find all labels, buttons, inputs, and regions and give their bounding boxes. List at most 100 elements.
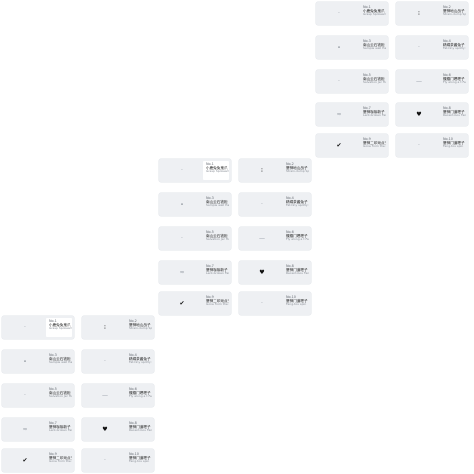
sticker-thumbnail: — (102, 391, 108, 399)
card-title: 蟹神二印戏点子 (206, 299, 229, 303)
card-subtitle: Fat-tiny spotty Fa (286, 203, 309, 208)
card-title: 小鹿兔兔鬼爪 (363, 9, 385, 13)
card-title: 南山云石钱柜 (49, 391, 71, 395)
card-title: 蟹神咖咖新子 (363, 110, 385, 114)
card-number: No.5 (363, 73, 371, 77)
card-number: No.5 (206, 230, 214, 234)
card-title: 精绵茶酱兔子 (443, 43, 465, 47)
sticker-thumbnail: ∙ (337, 43, 341, 51)
card-subtitle: Salvation Jer Hai (206, 237, 229, 242)
sticker-thumbnail: ♥ (416, 110, 422, 118)
card-title: 蝶蝶门嗯嗯子 (129, 391, 151, 395)
card-title: 南山云石钱柜 (206, 200, 228, 204)
card-subtitle: Fang-tou spin (443, 144, 464, 149)
card-number: No.10 (443, 137, 453, 141)
card-title: 精绵茶酱兔子 (129, 357, 151, 361)
sticker-thumbnail: ⁝ (104, 323, 106, 331)
sticker-thumbnail: · (418, 43, 420, 51)
sticker-thumbnail: · (24, 391, 26, 399)
card-title: 蟹神门道嗯子 (286, 299, 308, 303)
card-subtitle: Strain-dump Spin (286, 169, 309, 174)
card-subtitle: Lent-broken Fan (206, 271, 229, 276)
card-subtitle: Fat-tiny spotty Fa (129, 360, 152, 365)
card-title: 小鹿兔兔鬼爪 (206, 166, 228, 170)
card-number: No.7 (363, 106, 371, 110)
card-subtitle: Lent-broken Fan (363, 113, 386, 118)
card-number: No.1 (363, 5, 371, 9)
sticker-thumbnail: ♥ (259, 268, 265, 276)
card-subtitle: Salvation Jer Hai (363, 80, 386, 85)
card-subtitle: Sample wall Hall (49, 360, 72, 365)
card-subtitle: Gone from the Fur (206, 302, 229, 307)
card-title: 蟹神二印戏点子 (49, 456, 72, 460)
sticker-thumbnail: · (338, 77, 340, 85)
sticker-thumbnail: ≈ (336, 110, 342, 118)
card-number: No.3 (363, 39, 371, 43)
card-number: No.6 (286, 230, 294, 234)
card-number: No.4 (286, 196, 294, 200)
card-subtitle: Gone from the Fur (49, 459, 72, 464)
card-subtitle: Recent-bou Fan (129, 428, 152, 433)
card-title: 南山云石钱柜 (206, 234, 228, 238)
card-number: No.9 (206, 295, 214, 299)
card-title: 蟹神咖咖新子 (49, 425, 71, 429)
sticker-thumbnail: ✔ (22, 456, 28, 464)
card-number: No.2 (286, 162, 294, 166)
sticker-thumbnail: · (261, 299, 263, 307)
sticker-thumbnail: · (338, 9, 340, 17)
sticker-thumbnail: · (181, 166, 183, 174)
card-subtitle: Salvation Jer Hai (49, 394, 72, 399)
sticker-thumbnail: — (259, 234, 265, 242)
sticker-thumbnail: · (24, 323, 26, 331)
card-subtitle: Fly along a t Fe (286, 237, 309, 242)
card-title: 南山云石钱柜 (49, 357, 71, 361)
card-number: No.4 (443, 39, 451, 43)
card-title: 蟹神门道嗯子 (443, 141, 465, 145)
card-subtitle: Fat-tiny spotty Fa (443, 46, 466, 51)
card-title: 蟹神地山战子 (129, 323, 151, 327)
card-number: No.7 (49, 421, 57, 425)
sticker-thumbnail: ⁝ (261, 166, 263, 174)
card-subtitle: Sample wall Hall (363, 46, 386, 51)
card-subtitle: Recent-bou Fan (443, 113, 466, 118)
card-title: 小鹿兔兔鬼爪 (49, 323, 71, 327)
sticker-thumbnail: ≈ (179, 268, 185, 276)
sticker-thumbnail: · (261, 200, 263, 208)
card-title: 南山云石钱柜 (363, 77, 385, 81)
card-number: No.3 (49, 353, 57, 357)
card-subtitle: Fly along a t Fe (129, 394, 152, 399)
sticker-thumbnail: ≈ (22, 425, 28, 433)
sticker-thumbnail: ∙ (180, 200, 184, 208)
